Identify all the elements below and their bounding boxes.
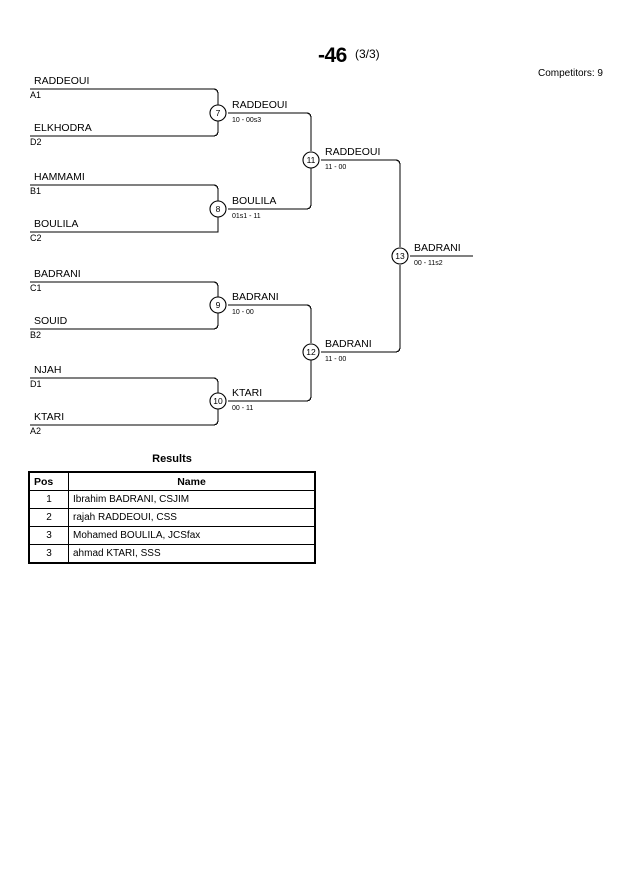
- match-circle-8: [209, 200, 227, 218]
- page-title: -46: [318, 44, 347, 67]
- match-score-8: 01s1 - 11: [232, 213, 261, 220]
- result-pos: 3: [28, 526, 69, 545]
- column-header-name: Name: [68, 471, 316, 491]
- match-circle-11: [302, 151, 320, 169]
- match-winner-8: BOULILA: [232, 195, 277, 207]
- table-row[interactable]: 2 rajah RADDEOUI, CSS: [28, 508, 316, 527]
- entry-name: ELKHODRA: [34, 122, 92, 134]
- results-table: Pos Name 1 Ibrahim BADRANI, CSJIM 2 raja…: [28, 471, 316, 564]
- table-row[interactable]: 3 Mohamed BOULILA, JCSfax: [28, 526, 316, 545]
- entry-seed: A1: [30, 90, 42, 100]
- column-header-pos: Pos: [28, 471, 69, 491]
- match-number-7[interactable]: 7: [215, 108, 221, 118]
- result-name: Ibrahim BADRANI, CSJIM: [68, 490, 316, 509]
- entry-name: SOUID: [34, 315, 68, 327]
- match-score-9: 10 - 00: [232, 309, 254, 316]
- match-winner-10: KTARI: [232, 387, 263, 399]
- bracket-lines: [30, 88, 473, 426]
- match-circle-12: [302, 343, 320, 361]
- result-name: ahmad KTARI, SSS: [68, 544, 316, 564]
- result-name: rajah RADDEOUI, CSS: [68, 508, 316, 527]
- match-score-11: 11 - 00: [325, 164, 347, 171]
- results-title: Results: [152, 453, 192, 465]
- match-number-11[interactable]: 11: [306, 155, 316, 165]
- entry-seed: B1: [30, 186, 42, 196]
- entry-seed: C2: [30, 233, 42, 243]
- match-number-9[interactable]: 9: [215, 300, 221, 310]
- match-winner-9: BADRANI: [232, 291, 279, 303]
- match-circle-7: [209, 104, 227, 122]
- match-winner-11: RADDEOUI: [325, 146, 381, 158]
- table-row[interactable]: 1 Ibrahim BADRANI, CSJIM: [28, 490, 316, 509]
- tournament-bracket: RADDEOUI A1 ELKHODRA D2 HAMMAMI B1 BOULI…: [30, 75, 473, 437]
- match-circle-9: [209, 296, 227, 314]
- round-indicator: (3/3): [355, 47, 380, 61]
- entry-name: HAMMAMI: [34, 171, 85, 183]
- entry-name: BADRANI: [34, 268, 81, 280]
- match-winner-12: BADRANI: [325, 338, 372, 350]
- entry-name: RADDEOUI: [34, 75, 90, 87]
- entry-name: KTARI: [34, 411, 65, 423]
- entry-seed: C1: [30, 283, 42, 293]
- match-number-12[interactable]: 12: [306, 347, 316, 357]
- entry-seed: B2: [30, 330, 42, 340]
- match-score-10: 00 - 11: [232, 405, 254, 412]
- result-pos: 3: [28, 544, 69, 564]
- table-header-row: Pos Name: [28, 471, 316, 491]
- bracket-labels: RADDEOUI A1 ELKHODRA D2 HAMMAMI B1 BOULI…: [30, 75, 461, 437]
- match-score-12: 11 - 00: [325, 356, 347, 363]
- table-row[interactable]: 3 ahmad KTARI, SSS: [28, 544, 316, 564]
- result-pos: 1: [28, 490, 69, 509]
- match-number-8[interactable]: 8: [215, 204, 221, 214]
- entry-seed: A2: [30, 426, 42, 436]
- match-circle-10: [209, 392, 227, 410]
- match-winner-7: RADDEOUI: [232, 99, 288, 111]
- match-score-7: 10 - 00s3: [232, 117, 262, 124]
- entry-seed: D1: [30, 379, 42, 389]
- result-pos: 2: [28, 508, 69, 527]
- match-number-10[interactable]: 10: [213, 396, 223, 406]
- match-score-13: 00 - 11s2: [414, 260, 443, 267]
- result-name: Mohamed BOULILA, JCSfax: [68, 526, 316, 545]
- entry-name: BOULILA: [34, 218, 79, 230]
- match-winner-13: BADRANI: [414, 242, 461, 254]
- entry-seed: D2: [30, 137, 42, 147]
- match-circle-13: [391, 247, 409, 265]
- competitors-count: Competitors: 9: [537, 68, 603, 79]
- entry-name: NJAH: [34, 364, 62, 376]
- match-number-13[interactable]: 13: [395, 251, 405, 261]
